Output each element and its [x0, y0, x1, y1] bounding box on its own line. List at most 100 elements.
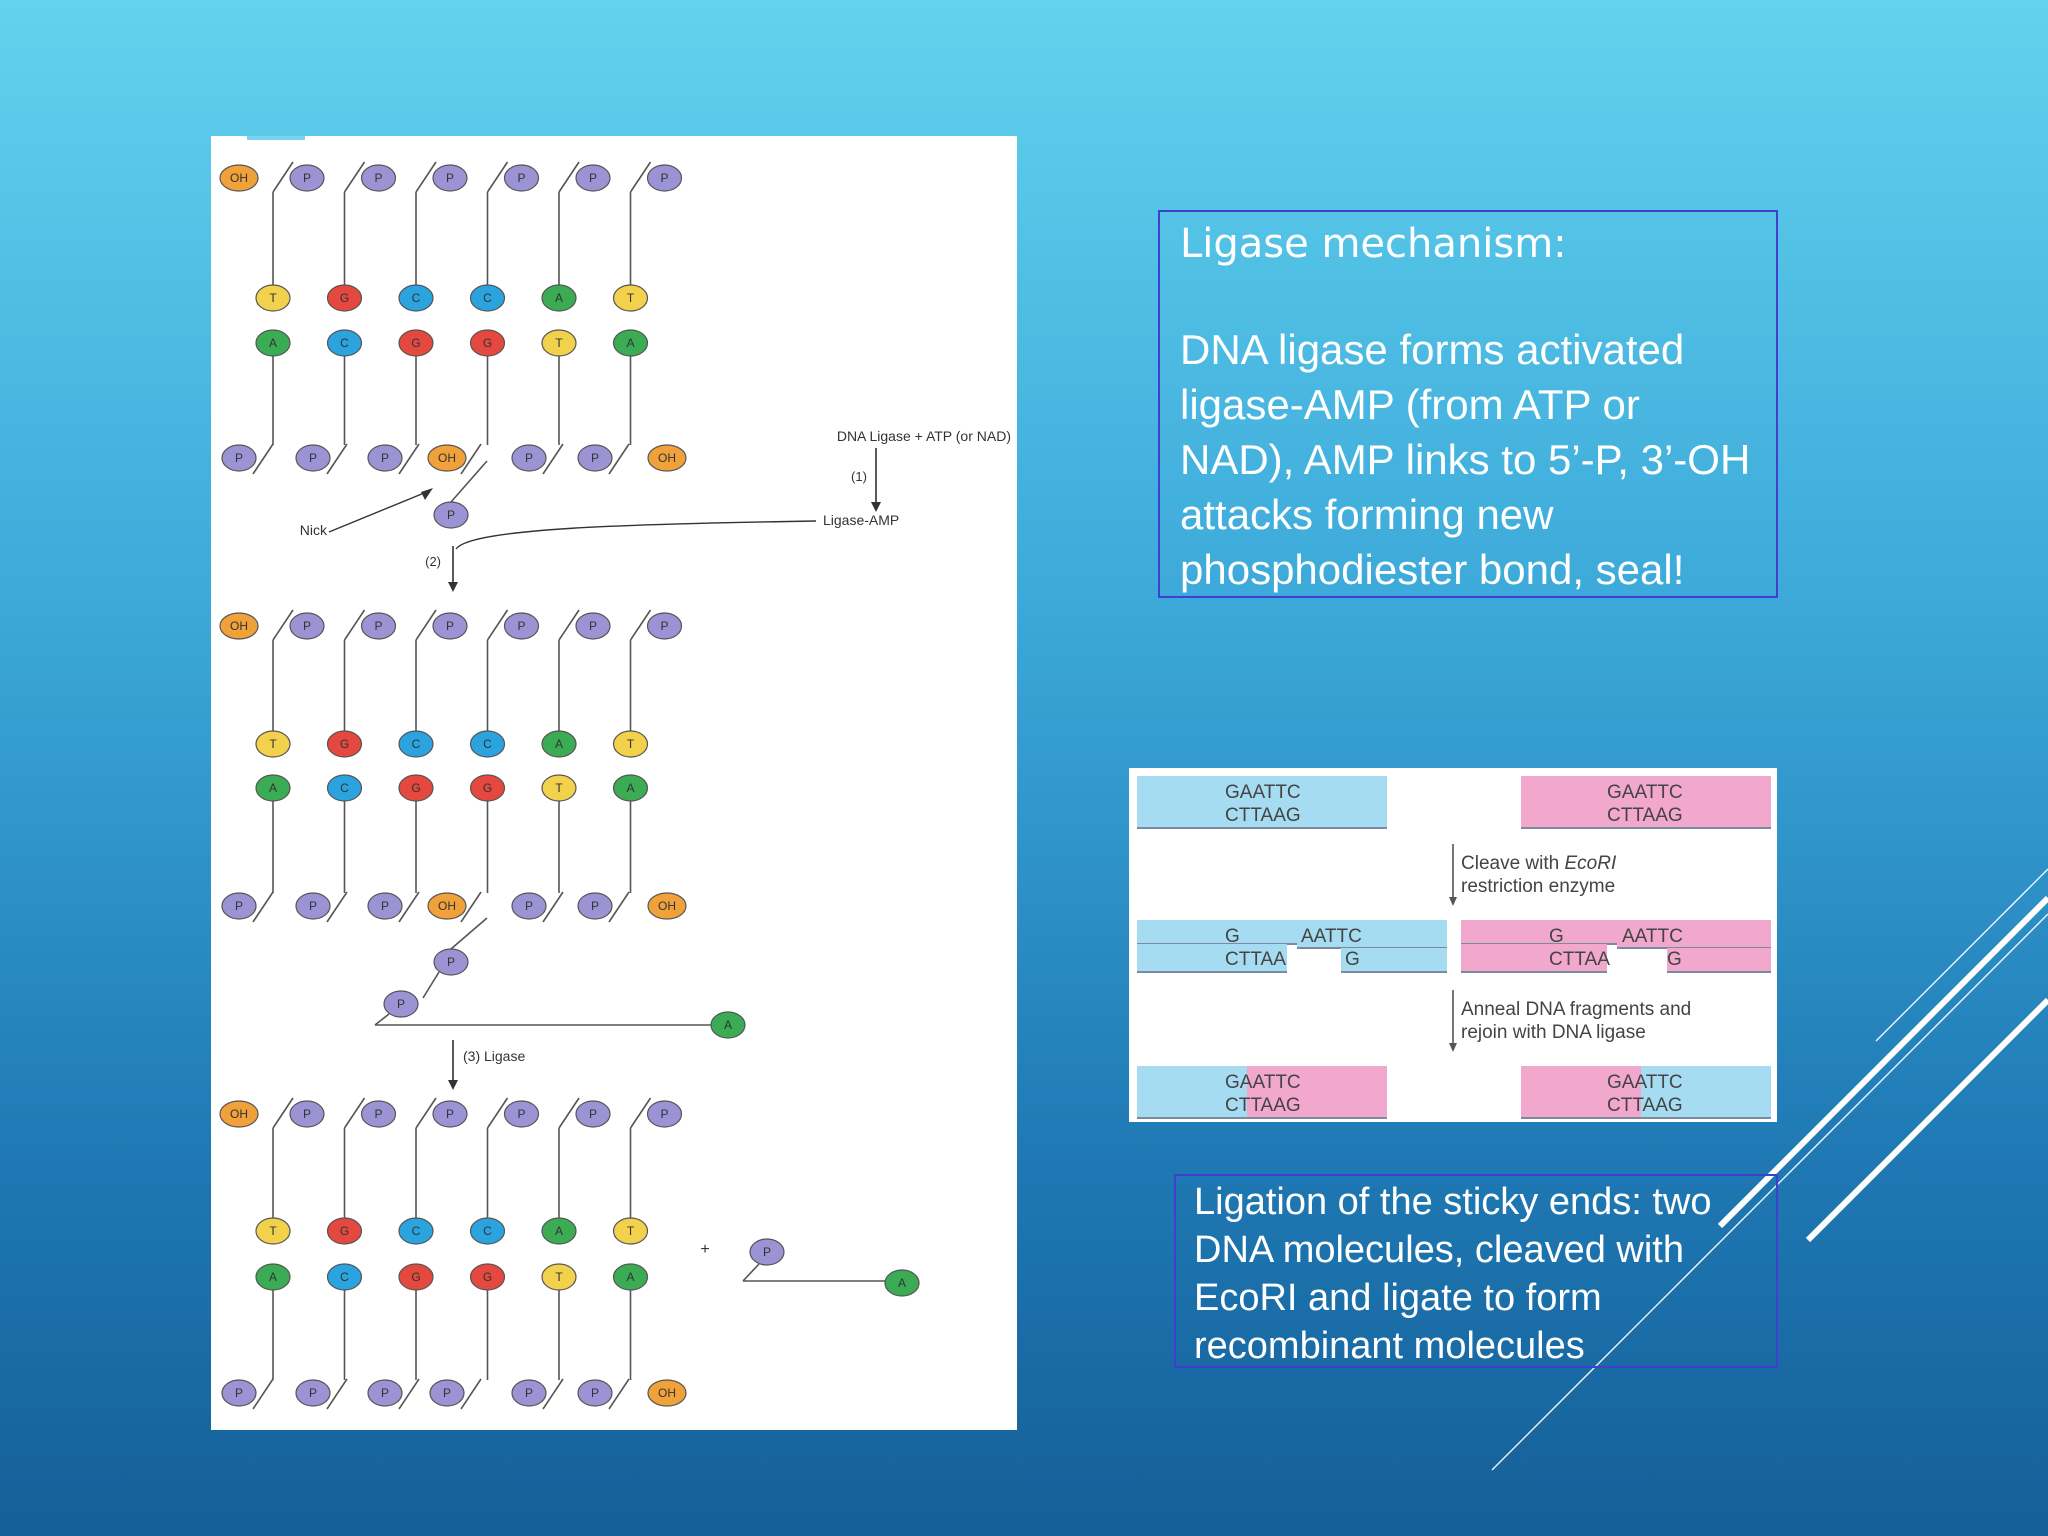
pink-fragment-cut: [1667, 948, 1771, 972]
pink-fragment: [1521, 776, 1771, 828]
base-A: [255, 329, 291, 357]
phosphate-group-label: P: [589, 1107, 597, 1121]
phosphate-group: [575, 612, 611, 640]
backbone-line: [629, 161, 652, 193]
base-C-label: C: [483, 737, 492, 751]
amp-phosphate-label: P: [447, 955, 455, 969]
oh-group: [219, 1100, 259, 1128]
base-C: [326, 329, 363, 357]
oh-group-label: OH: [230, 619, 248, 633]
base-G-label: G: [340, 291, 349, 305]
phosphate-group: [367, 444, 403, 472]
backbone-line: [460, 1378, 482, 1410]
base-T-label: T: [627, 291, 635, 305]
cut-left-top: G: [1225, 926, 1240, 947]
ligase-amp-curve: [455, 520, 817, 550]
base-C: [469, 1217, 506, 1245]
phosphate-group: [367, 1379, 403, 1407]
backbone-line: [542, 1378, 564, 1410]
oh-group-label: OH: [438, 899, 456, 913]
phosphate-group-label: P: [660, 1107, 668, 1121]
base-C: [398, 284, 434, 312]
cut-right-bottom: G: [1345, 949, 1360, 970]
base-C-label: C: [340, 336, 349, 350]
base-A: [541, 1217, 577, 1245]
backbone-line: [415, 609, 437, 641]
phosphate-group: [503, 1100, 540, 1128]
base-T-label: T: [555, 781, 563, 795]
base-A-label: A: [555, 291, 563, 305]
anneal-label-line2: rejoin with DNA ligase: [1461, 1022, 1646, 1043]
base-A: [255, 774, 291, 802]
base-C-label: C: [483, 1224, 492, 1238]
backbone-line: [398, 443, 420, 475]
phosphate-group: [289, 1100, 325, 1128]
backbone-line: [422, 971, 440, 999]
backbone-line: [398, 891, 420, 923]
backbone-line: [629, 1097, 652, 1129]
oh-group-label: OH: [230, 1107, 248, 1121]
phosphate-group-label: P: [660, 171, 668, 185]
base-T-label: T: [555, 1270, 563, 1284]
base-A: [612, 329, 649, 357]
phosphate-group-label: P: [309, 451, 317, 465]
base-T: [255, 730, 291, 758]
base-T-label: T: [555, 336, 563, 350]
base-C: [398, 730, 434, 758]
backbone-line: [343, 609, 366, 641]
backbone-line: [558, 1097, 580, 1129]
phosphate-group-label: P: [517, 619, 525, 633]
oh-group: [219, 612, 259, 640]
base-G: [398, 774, 434, 802]
base-G: [398, 1263, 434, 1291]
oh-group: [427, 444, 467, 472]
ligation-description: Ligation of the sticky ends: two DNA mol…: [1194, 1181, 1712, 1367]
phosphate-group-label: P: [443, 1386, 451, 1400]
backbone-line: [486, 1097, 509, 1129]
backbone-line: [252, 891, 274, 923]
backbone-line: [608, 891, 630, 923]
phosphate-group-label: P: [303, 619, 311, 633]
released-adenine-label: A: [898, 1276, 906, 1290]
base-G: [326, 284, 363, 312]
phosphate-group: [360, 164, 397, 192]
anneal-label-line1: Anneal DNA fragments and: [1461, 999, 1691, 1020]
phosphate-group-label: P: [309, 1386, 317, 1400]
phosphate-group-label: P: [446, 619, 454, 633]
cut-left-top: G: [1549, 926, 1564, 947]
phosphate-group: [295, 444, 331, 472]
base-G: [398, 329, 434, 357]
backbone-line: [486, 609, 509, 641]
pink-fragment-cut: [1617, 920, 1771, 948]
cut-right-bottom: G: [1667, 949, 1682, 970]
phosphate-group-label: P: [235, 899, 243, 913]
phosphate-group: [360, 1100, 397, 1128]
cut-left-bottom: CTTAA: [1225, 949, 1286, 970]
phosphate-group: [575, 1100, 611, 1128]
backbone-line: [542, 443, 564, 475]
base-C-label: C: [340, 1270, 349, 1284]
backbone-line: [272, 1097, 294, 1129]
base-C-label: C: [412, 1224, 421, 1238]
blue-fragment-cut: [1297, 920, 1447, 948]
phosphate-group-label: P: [591, 1386, 599, 1400]
step1-arrowhead: [871, 502, 881, 512]
phosphate-group: [295, 892, 331, 920]
base-A: [255, 1263, 291, 1291]
phosphate-group: [432, 1100, 468, 1128]
base-A-label: A: [269, 781, 277, 795]
released-phosphate-label: P: [763, 1245, 771, 1259]
phosphate-group-label: P: [446, 171, 454, 185]
backbone-line: [558, 161, 580, 193]
base-G-label: G: [340, 1224, 349, 1238]
phosphate-group-label: P: [381, 1386, 389, 1400]
phosphate-group-label: P: [589, 171, 597, 185]
phosphate-group-label: P: [303, 1107, 311, 1121]
cut-right-top: AATTC: [1301, 926, 1362, 947]
backbone-line: [608, 1378, 630, 1410]
